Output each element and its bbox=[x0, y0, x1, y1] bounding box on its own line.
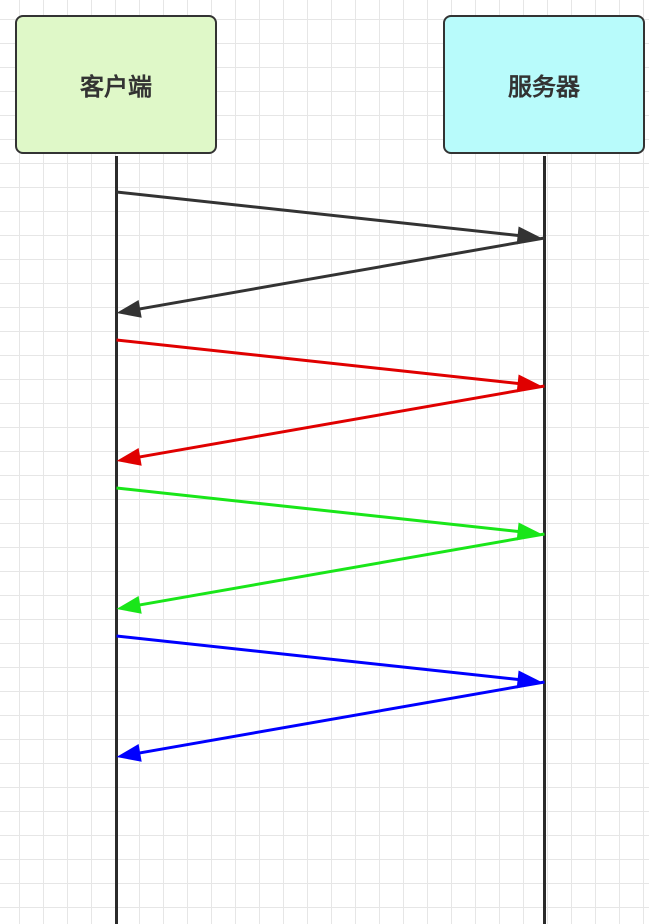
message-arrowhead bbox=[516, 226, 542, 245]
message-arrow-line bbox=[116, 338, 522, 386]
server-lifeline bbox=[543, 156, 546, 924]
message-arrow-line bbox=[116, 486, 522, 534]
message-arrowhead bbox=[116, 299, 142, 318]
message-arrow-line bbox=[135, 236, 545, 312]
message-arrow-line bbox=[135, 384, 545, 460]
message-arrowhead bbox=[116, 595, 142, 614]
client-actor-label: 客户端 bbox=[80, 73, 152, 101]
server-actor-label: 服务器 bbox=[508, 73, 580, 101]
message-arrowhead bbox=[516, 670, 542, 689]
message-arrow-line bbox=[135, 680, 545, 756]
message-arrowhead bbox=[116, 743, 142, 762]
message-arrowhead bbox=[516, 522, 542, 541]
client-actor-box: 客户端 bbox=[15, 15, 217, 154]
server-actor-box: 服务器 bbox=[443, 15, 645, 154]
message-arrow-line bbox=[116, 190, 522, 238]
message-arrowhead bbox=[116, 447, 142, 466]
client-lifeline bbox=[115, 156, 118, 924]
message-arrow-line bbox=[116, 634, 522, 682]
message-arrowhead bbox=[516, 374, 542, 393]
message-arrow-line bbox=[135, 532, 545, 608]
